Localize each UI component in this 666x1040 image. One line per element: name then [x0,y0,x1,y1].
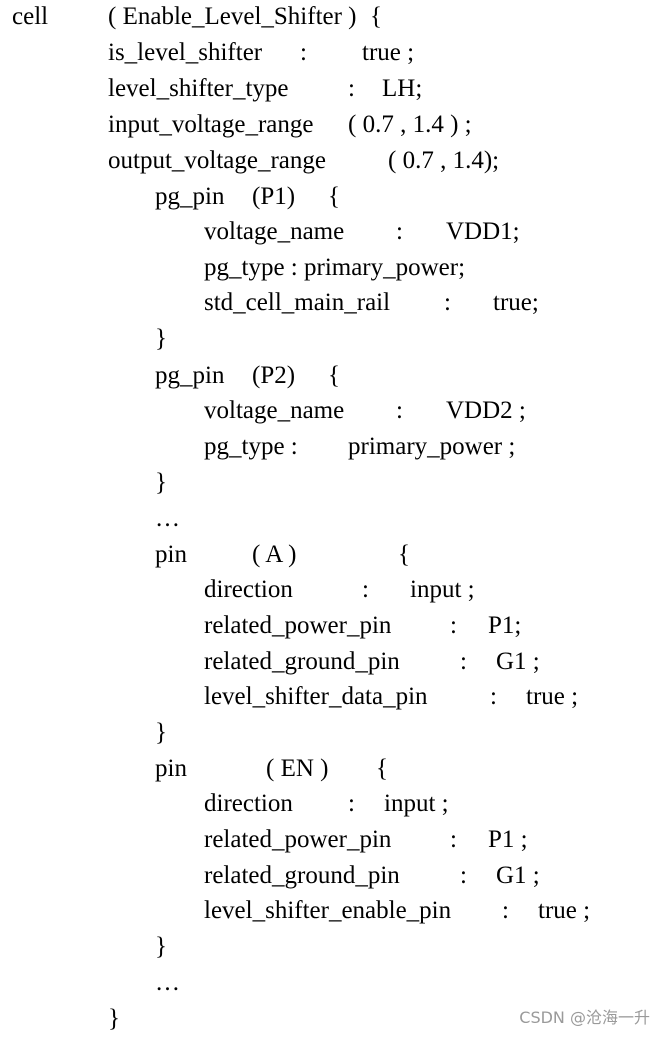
code-token: { [398,541,410,568]
code-token: pg_pin [155,362,225,389]
code-token: : [490,683,497,710]
code-token: direction [204,790,293,817]
code-token: { [376,755,388,782]
code-token: P1 ; [488,826,528,853]
code-token: } [108,1005,120,1032]
code-token: related_ground_pin [204,862,400,889]
code-token: } [155,933,167,960]
code-token: input ; [384,790,449,817]
code-token: … [155,505,180,532]
code-token: : [502,897,509,924]
code-token: pin [155,755,187,782]
code-token: G1 ; [496,648,540,675]
code-token: input_voltage_range [108,111,314,138]
code-token: : [450,826,457,853]
code-token: level_shifter_type [108,75,289,102]
code-token: (P1) [252,183,296,210]
code-token: ( 0.7 , 1.4); [388,147,500,174]
code-token: : [348,790,355,817]
code-token: : [396,397,403,424]
code-token: true; [493,289,539,316]
code-token: : [396,218,403,245]
code-token: primary_power ; [348,433,516,460]
code-token: VDD2 ; [446,397,526,424]
code-token: true ; [538,897,591,924]
code-token: : [300,39,307,66]
code-token: level_shifter_enable_pin [204,897,452,924]
code-token: } [155,719,167,746]
code-token: : [450,612,457,639]
code-token: level_shifter_data_pin [204,683,428,710]
code-token: } [155,469,167,496]
code-token: cell [12,3,49,30]
code-token: is_level_shifter [108,39,263,66]
code-token: related_ground_pin [204,648,400,675]
code-token: … [155,969,180,996]
csdn-watermark: CSDN @沧海一升 [519,1008,650,1027]
code-token: direction [204,576,293,603]
code-token: pg_type : primary_power; [204,254,466,281]
code-token: { [328,362,340,389]
code-token: : [460,648,467,675]
code-token: ( EN ) [266,755,329,782]
code-token: input ; [410,576,475,603]
code-token: G1 ; [496,862,540,889]
code-token: output_voltage_range [108,147,326,174]
code-token: related_power_pin [204,826,392,853]
code-token: } [155,325,167,352]
code-token: P1; [488,612,522,639]
code-token: { [328,183,340,210]
code-token: true ; [526,683,579,710]
code-token: voltage_name [204,218,345,245]
code-token: : [444,289,451,316]
code-token: true ; [362,39,415,66]
code-token: std_cell_main_rail [204,289,391,316]
code-token: pin [155,541,187,568]
code-token: pg_type : [204,433,298,460]
code-token: { [370,3,382,30]
code-token: VDD1; [446,218,520,245]
code-token: related_power_pin [204,612,392,639]
code-token: LH; [382,75,423,102]
code-token: : [362,576,369,603]
code-token: ( Enable_Level_Shifter ) [108,3,357,30]
code-token: ( 0.7 , 1.4 ) ; [348,111,472,138]
code-token: pg_pin [155,183,225,210]
code-token: : [348,75,355,102]
code-token: (P2) [252,362,296,389]
code-token: : [460,862,467,889]
code-token: voltage_name [204,397,345,424]
code-token: ( A ) [252,541,297,568]
